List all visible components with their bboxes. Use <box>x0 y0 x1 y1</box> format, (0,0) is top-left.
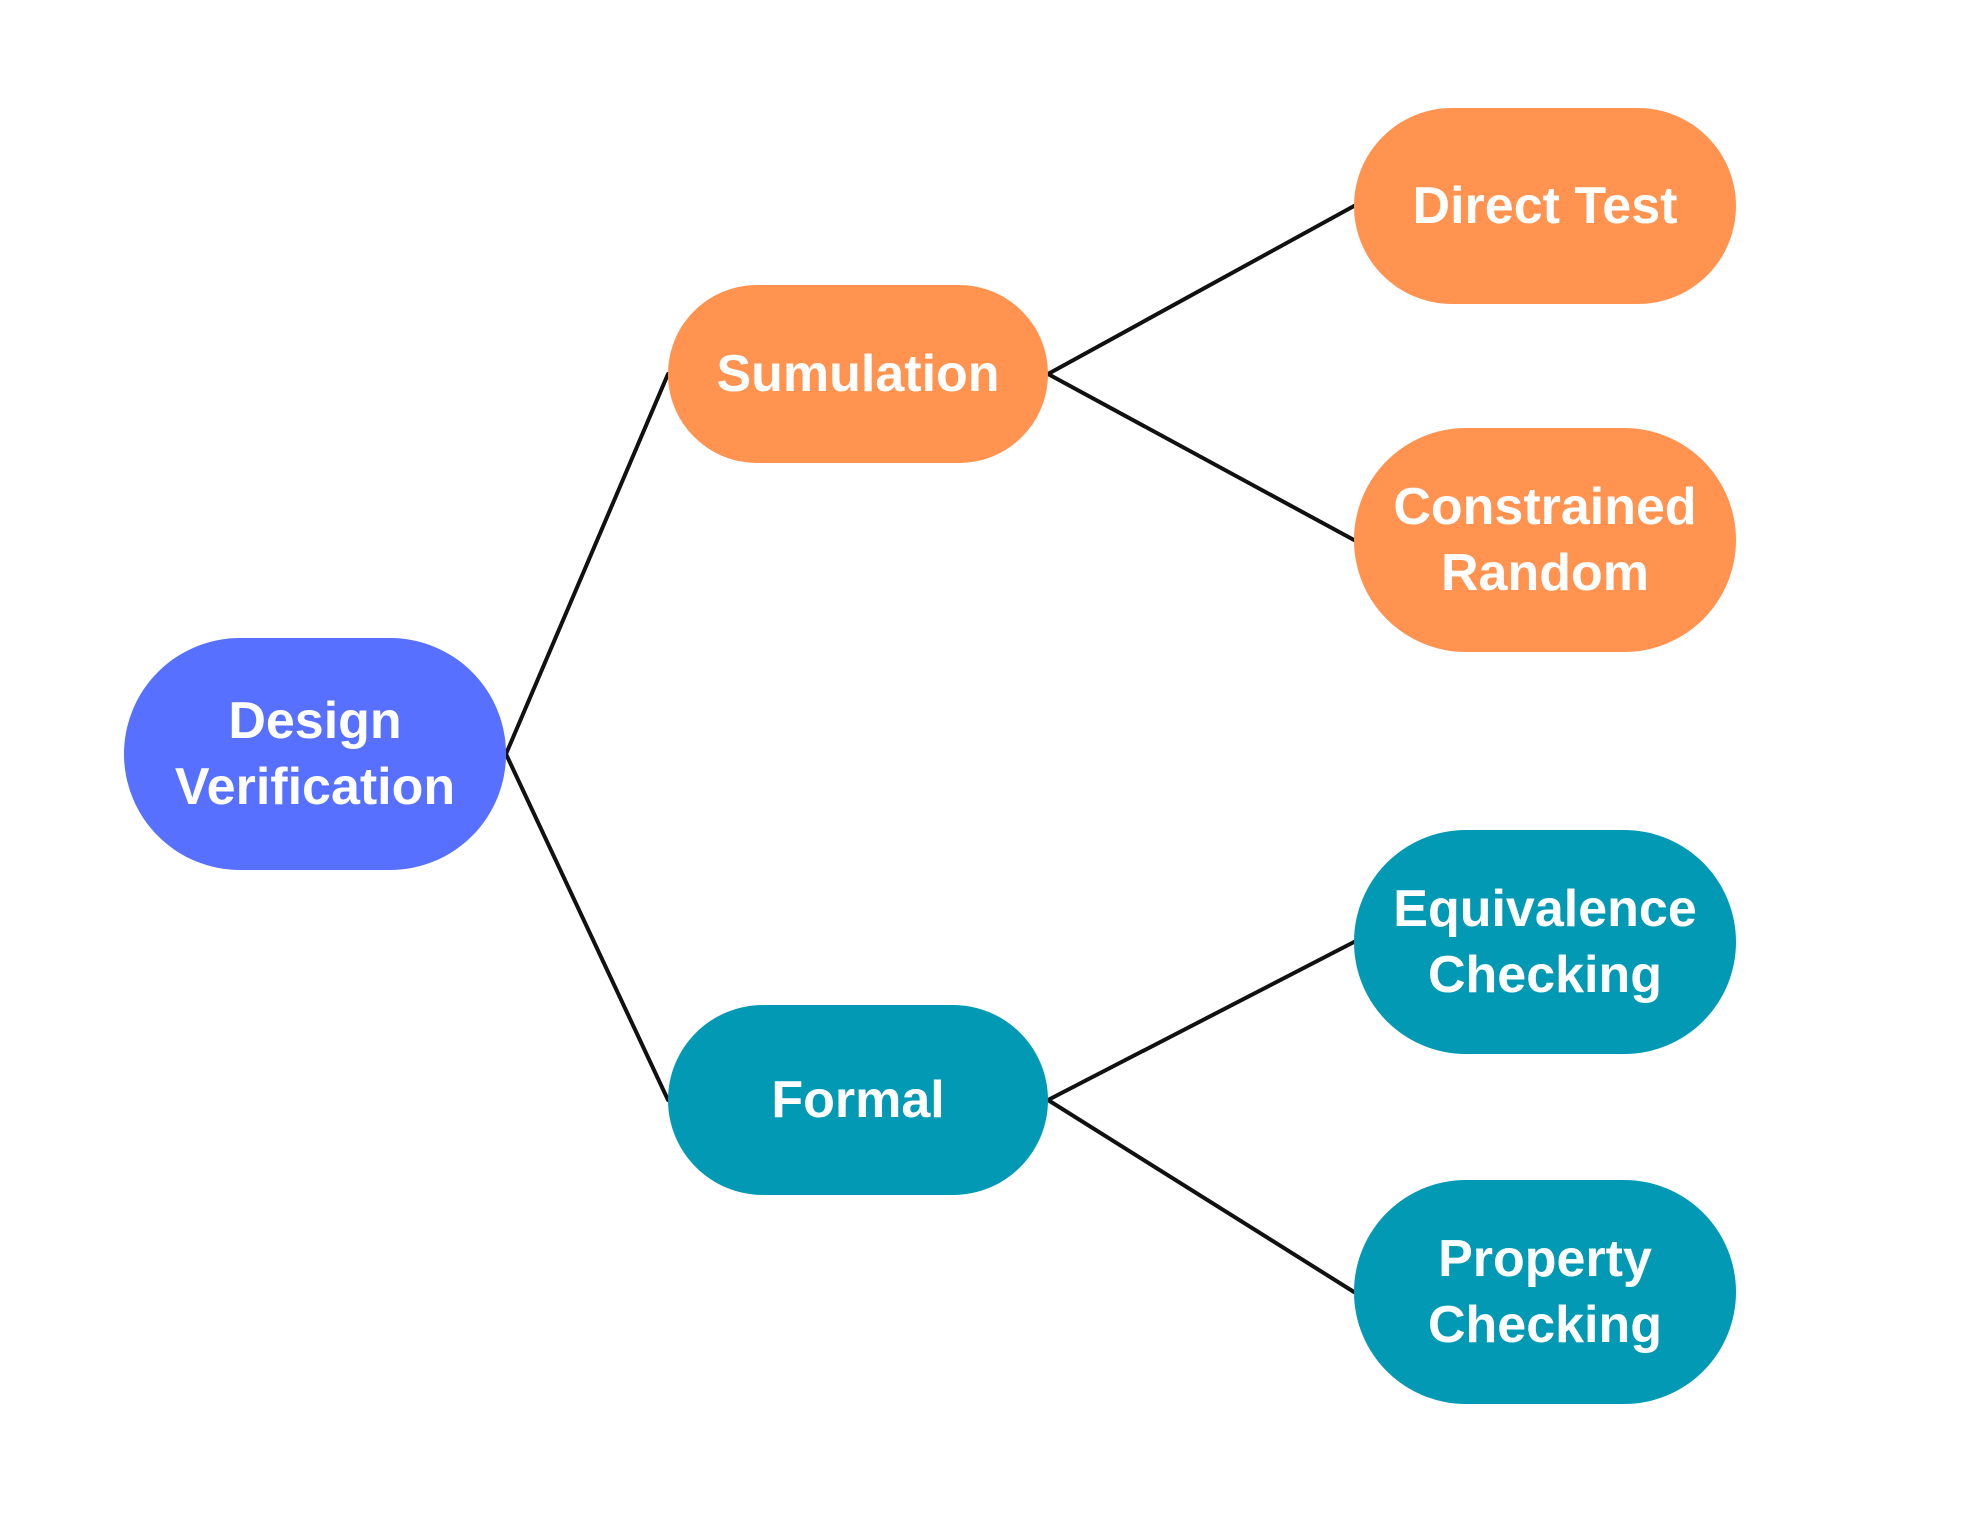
edge-simulation-constrained-random <box>1046 372 1356 542</box>
node-label-line: Random <box>1441 544 1649 602</box>
node-constrained-random: Constrained Random <box>1354 428 1736 652</box>
node-simulation: Sumulation <box>668 285 1048 463</box>
node-label-line: Checking <box>1427 1296 1663 1354</box>
node-property-checking: Property Checking <box>1354 1180 1736 1404</box>
edge-formal-property-checking <box>1046 1098 1356 1294</box>
edge-root-simulation <box>504 372 670 756</box>
node-label-line: Sumulation <box>716 345 1000 403</box>
node-label-line: Checking <box>1427 946 1663 1004</box>
node-direct-test: Direct Test <box>1354 108 1736 304</box>
node-label-line: Equivalence <box>1393 880 1697 938</box>
edge-simulation-direct-test <box>1046 204 1356 376</box>
node-label-line: Verification <box>174 758 456 816</box>
edge-root-formal <box>504 752 670 1102</box>
node-equivalence-checking: Equivalence Checking <box>1354 830 1736 1054</box>
node-label-line: Constrained <box>1393 478 1697 536</box>
edge-formal-equivalence-checking <box>1046 940 1356 1102</box>
node-design-verification: Design Verification <box>124 638 506 870</box>
node-label-line: Design <box>228 692 402 750</box>
node-label-line: Property <box>1438 1230 1652 1288</box>
node-label-line: Direct Test <box>1412 177 1678 235</box>
node-formal: Formal <box>668 1005 1048 1195</box>
node-label-line: Formal <box>771 1071 945 1129</box>
